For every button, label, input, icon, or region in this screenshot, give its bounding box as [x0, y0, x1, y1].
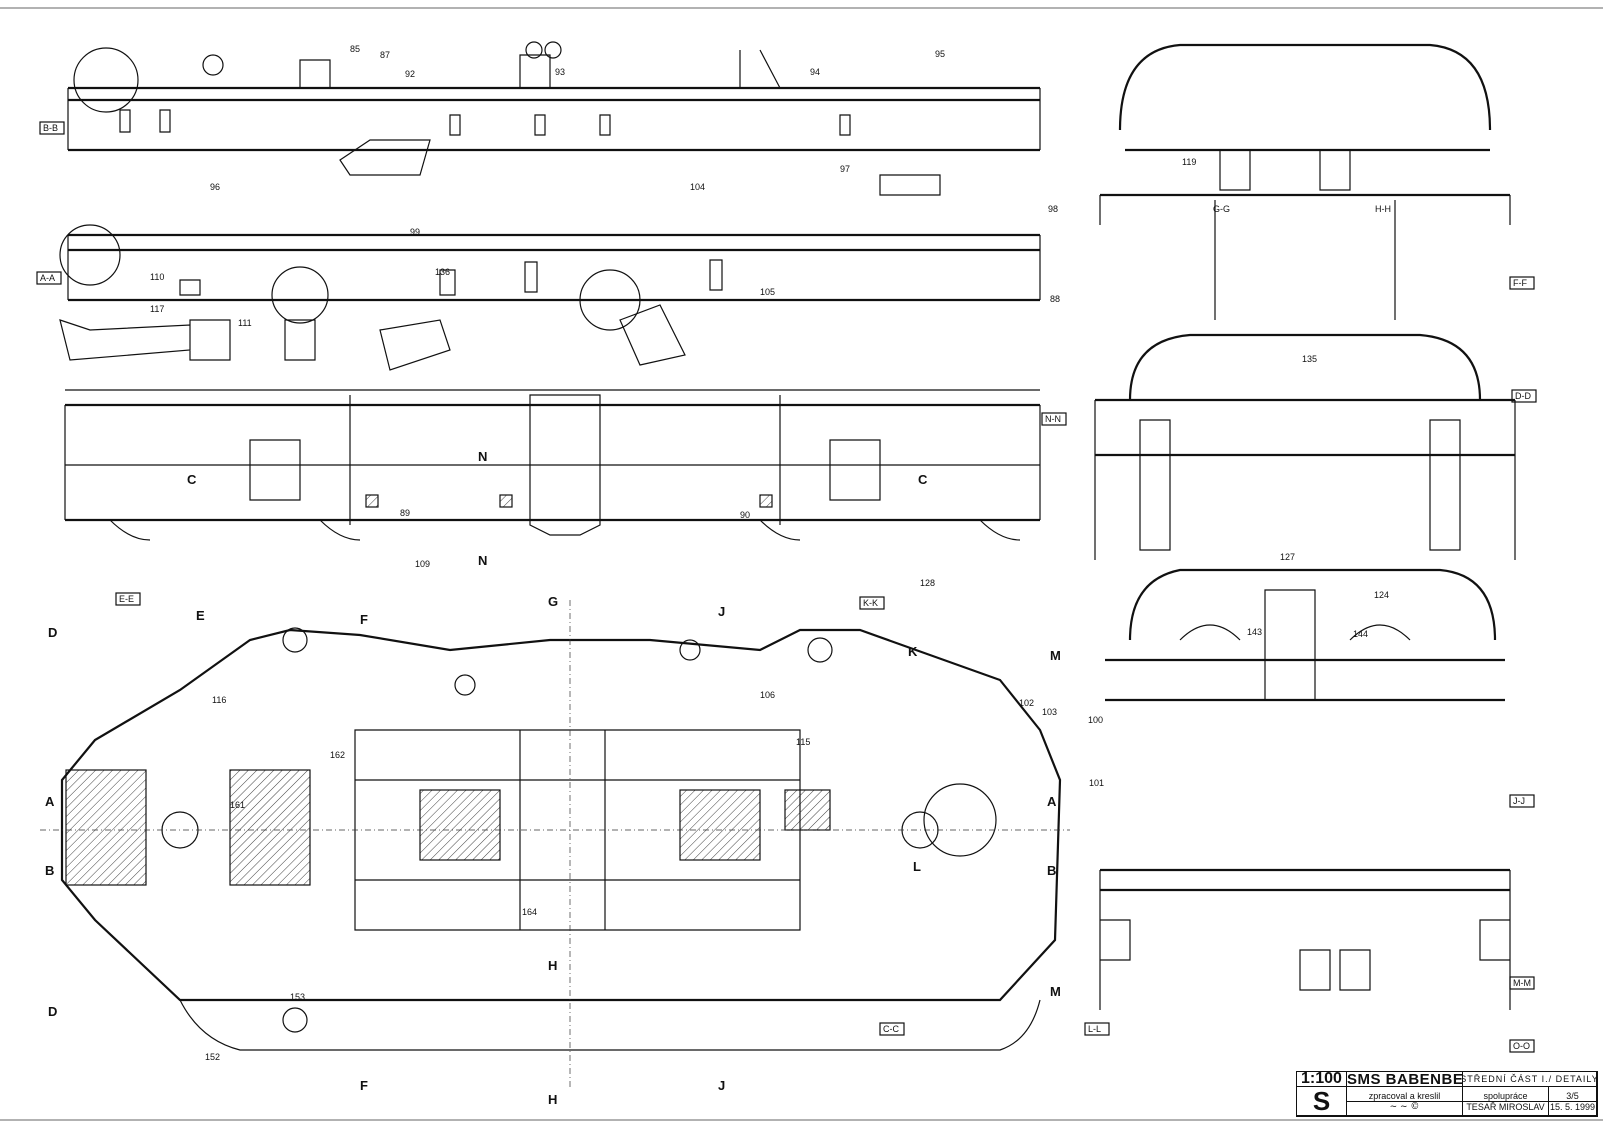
part-number-label: 93	[555, 67, 565, 77]
part-number-label: 97	[840, 164, 850, 174]
section-label-j-j: J-J	[1513, 796, 1525, 806]
cut-mark-n-bottom: N	[478, 553, 487, 568]
drawn-by-label: zpracoval a kreslil	[1368, 1090, 1441, 1101]
part-numbers: 85 87 92 93 94 95 96 97 98 99 104 105 110 111 117 119 13…	[150, 44, 1389, 1062]
title-block: 1:100 SMS BABENBERG STŘEDNÍ ČÁST I./ DET…	[1296, 1071, 1598, 1117]
part-number-label: 144	[1353, 629, 1368, 639]
part-number-label: 110	[150, 272, 164, 282]
cut-mark-g: G	[548, 594, 558, 609]
section-label-n-n: N-N	[1045, 414, 1061, 424]
part-number-label: 109	[415, 559, 430, 569]
part-number-label: 99	[410, 227, 420, 237]
section-label-b-b: B-B	[43, 123, 58, 133]
sheet-number: 3/5	[1566, 1090, 1579, 1101]
cut-mark-f-bottom: F	[360, 1078, 368, 1093]
part-number-label: 90	[740, 510, 750, 520]
drawing-date: 15. 5. 1999	[1549, 1100, 1596, 1112]
part-number-label: 152	[205, 1052, 220, 1062]
deck-plan	[40, 600, 1070, 1090]
elevation-b-b	[67, 41, 1041, 196]
cut-mark-a-right: A	[1047, 794, 1057, 809]
drawn-by-cell: zpracoval a kreslil~ ~ ©	[1347, 1087, 1463, 1116]
part-number-label: 135	[1302, 354, 1317, 364]
cut-mark-m: M	[1050, 648, 1061, 663]
section-label-d-d: D-D	[1515, 391, 1531, 401]
part-number-label: 106	[760, 690, 775, 700]
part-number-label: 115	[796, 737, 810, 747]
cut-mark-j: J	[718, 604, 725, 619]
part-number-label: 116	[212, 695, 226, 705]
cut-mark-c: C	[187, 472, 197, 487]
part-number-label: 111	[238, 318, 252, 328]
section-label-a-a: A-A	[40, 273, 55, 283]
sections-right	[1094, 43, 1516, 1010]
part-number-label: 89	[400, 508, 410, 518]
part-number-label: 88	[1050, 294, 1060, 304]
section-label-f-f: F-F	[1513, 278, 1527, 288]
section-label-k-k: K-K	[863, 598, 878, 608]
part-number-label: 124	[1374, 590, 1389, 600]
cut-mark-h: H	[548, 958, 557, 973]
elevation-c	[64, 389, 1041, 541]
part-number-label: 100	[1088, 715, 1103, 725]
cut-mark-n: N	[478, 449, 487, 464]
part-number-label: 117	[150, 304, 164, 314]
section-label-e-e: E-E	[119, 594, 134, 604]
part-number-label: 96	[210, 182, 220, 192]
author-logo: S	[1297, 1087, 1347, 1116]
section-label-l-l: L-L	[1088, 1024, 1101, 1034]
collaboration-label: spolupráce	[1483, 1090, 1528, 1101]
signature: ~ ~ ©	[1347, 1100, 1462, 1112]
part-number-label: 161	[230, 800, 245, 810]
cut-mark-d: D	[48, 625, 57, 640]
cut-mark-b: B	[45, 863, 54, 878]
cut-mark-j-bottom: J	[718, 1078, 725, 1093]
part-number-label: 98	[1048, 204, 1058, 214]
section-labels: B-B A-A E-E K-K G-G H-H F-F D-D N-N J-J …	[36, 121, 1537, 1053]
part-number-label: 104	[690, 182, 705, 192]
part-number-label: 153	[290, 992, 305, 1002]
part-number-label: 92	[405, 69, 415, 79]
collaborator-name: TESAŘ MIROSLAV	[1463, 1100, 1548, 1112]
cut-mark-d-bottom: D	[48, 1004, 57, 1019]
part-number-label: 136	[435, 267, 450, 277]
cut-marks: A A B B C C D D E F F G H H J J K L M M …	[45, 449, 1061, 1107]
cut-mark-e: E	[196, 608, 205, 623]
scale-label: 1:100	[1297, 1072, 1347, 1087]
cut-mark-a: A	[45, 794, 55, 809]
part-number-label: 105	[760, 287, 775, 297]
section-label-o-o: O-O	[1513, 1041, 1530, 1051]
section-label-g-g: G-G	[1213, 204, 1230, 214]
part-number-label: 85	[350, 44, 360, 54]
part-number-label: 102	[1019, 698, 1034, 708]
cut-mark-k: K	[908, 644, 918, 659]
part-number-label: 87	[380, 50, 390, 60]
part-number-label: 94	[810, 67, 820, 77]
part-number-label: 119	[1182, 157, 1196, 167]
part-number-label: 143	[1247, 627, 1262, 637]
part-number-label: 101	[1089, 778, 1104, 788]
elevation-a-a	[59, 224, 1041, 371]
cut-mark-c-right: C	[918, 472, 928, 487]
part-number-label: 164	[522, 907, 537, 917]
ship-name: SMS BABENBERG	[1347, 1072, 1463, 1087]
section-label-c-c: C-C	[883, 1024, 899, 1034]
cut-mark-h-bottom: H	[548, 1092, 557, 1107]
section-label-m-m: M-M	[1513, 978, 1531, 988]
section-label-h-h: H-H	[1375, 204, 1391, 214]
cut-mark-f: F	[360, 612, 368, 627]
part-number-label: 162	[330, 750, 345, 760]
part-number-label: 95	[935, 49, 945, 59]
cut-mark-m-bottom: M	[1050, 984, 1061, 999]
part-number-label: 103	[1042, 707, 1057, 717]
part-number-label: 128	[920, 578, 935, 588]
cut-mark-b-right: B	[1047, 863, 1056, 878]
cut-mark-l: L	[913, 859, 921, 874]
part-title: STŘEDNÍ ČÁST I./ DETAILY	[1463, 1072, 1597, 1087]
part-number-label: 127	[1280, 552, 1295, 562]
